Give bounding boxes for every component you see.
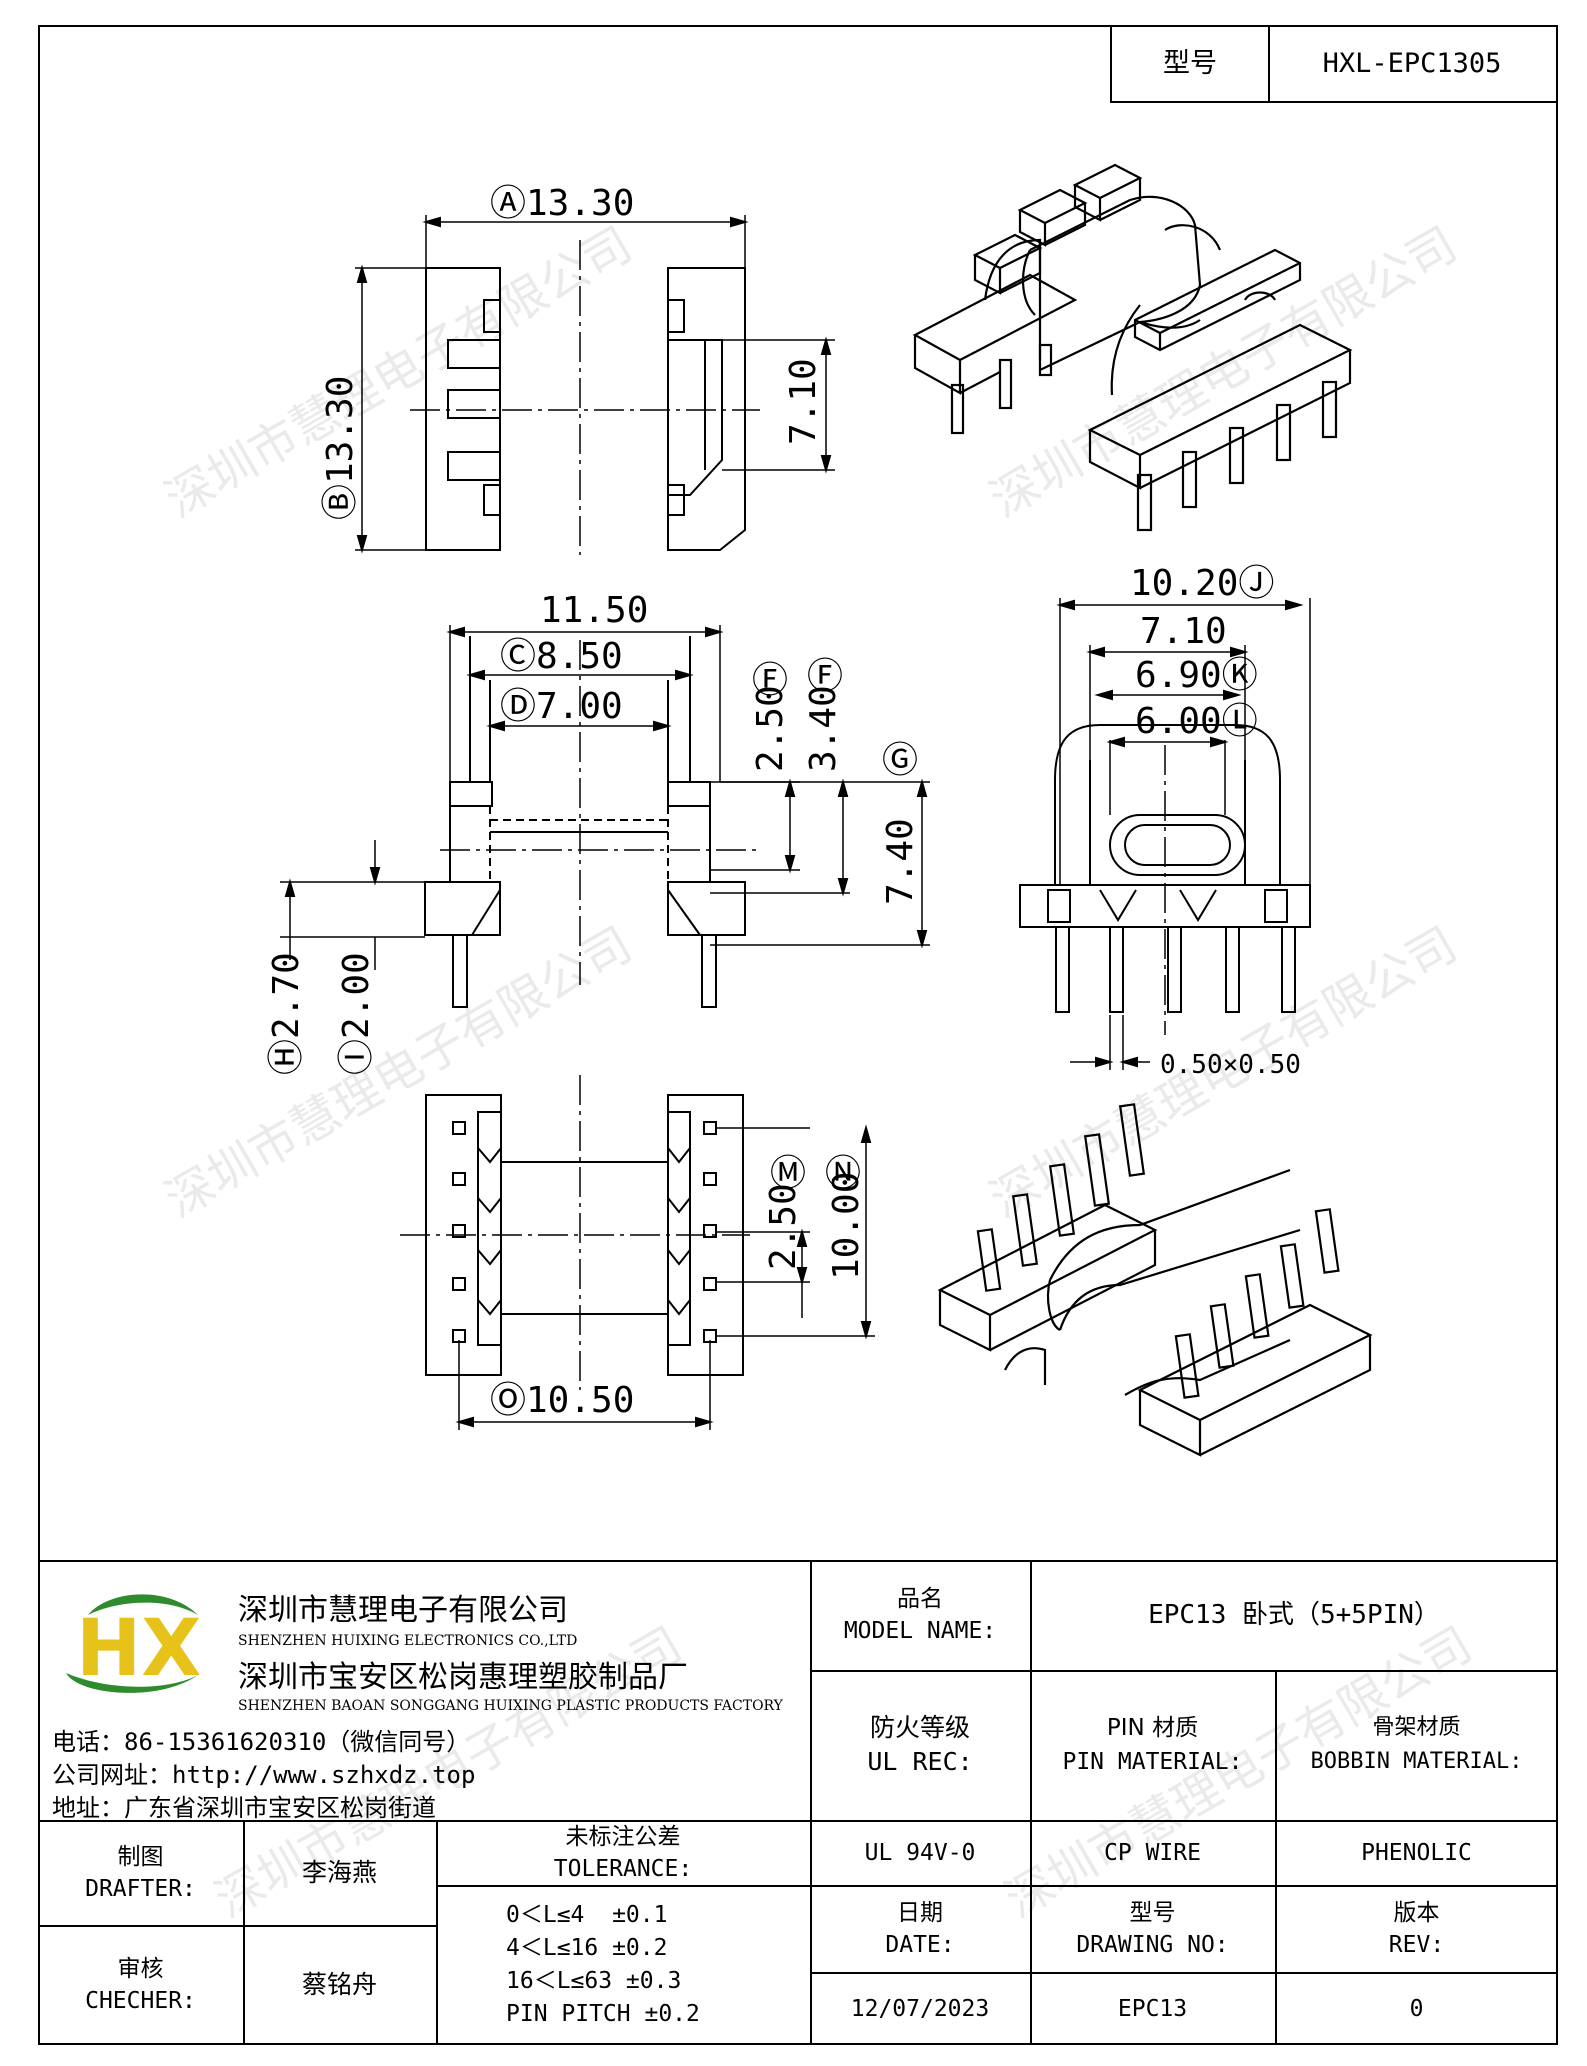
dim-F1-mark: Ⓕ [752, 660, 788, 701]
company-name-cn: 深圳市慧理电子有限公司 [238, 1593, 568, 1628]
pin-material-value: CP WIRE [1104, 1839, 1201, 1866]
tolerance-line: 4＜L≤16 ±0.2 [506, 1935, 668, 1961]
company-name-en: SHENZHEN HUIXING ELECTRONICS CO.,LTD [238, 1633, 578, 1649]
company-web: 公司网址：http://www.szhxdz.top [52, 1761, 476, 1789]
drafter-label: 制图 DRAFTER: [85, 1843, 196, 1902]
dim-F2-mark: Ⓕ [807, 656, 843, 697]
date-value: 12/07/2023 [850, 1995, 990, 2022]
dim-I: Ⓘ2.00 [336, 952, 377, 1075]
dim-11-50: 11.50 [540, 590, 648, 631]
dim-G-mark: Ⓖ [882, 740, 918, 781]
dim-J: 10.20Ⓙ [1130, 563, 1274, 604]
front-view [280, 625, 930, 1008]
dim-G: 7.40 [880, 818, 921, 905]
rev-label: 版本 REV: [1388, 1899, 1445, 1958]
ul-value: UL 94V-0 [864, 1839, 976, 1866]
logo-text: HX [76, 1604, 201, 1694]
pin-material-label: PIN 材质 PIN MATERIAL: [1062, 1715, 1243, 1775]
model-box-value: HXL-EPC1305 [1268, 25, 1558, 103]
company-phone: 电话：86-15361620310（微信同号） [52, 1728, 471, 1756]
dim-O: Ⓞ10.50 [490, 1380, 634, 1421]
ul-label: 防火等级 UL REC: [867, 1713, 973, 1776]
company-logo: HX [66, 1594, 201, 1694]
dim-pin: 0.50×0.50 [1160, 1050, 1301, 1080]
drawing-sheet [38, 25, 1558, 2045]
iso-view-bottom [937, 1103, 1373, 1457]
drafter-value: 李海燕 [301, 1857, 377, 1887]
top-view [355, 215, 835, 555]
dim-F2: 3.40 [803, 685, 844, 772]
dim-M-mark: Ⓜ [770, 1153, 806, 1194]
dim-D: Ⓓ7.00 [500, 686, 623, 727]
dim-H: Ⓗ2.70 [266, 952, 307, 1075]
tolerance-line: PIN PITCH ±0.2 [506, 2001, 700, 2027]
bobbin-material-label: 骨架材质 BOBBIN MATERIAL: [1310, 1715, 1523, 1774]
tolerance-table: 0＜L≤4 ±0.1 4＜L≤16 ±0.2 16＜L≤63 ±0.3 PIN … [436, 1885, 810, 2045]
dim-K: 6.90Ⓚ [1135, 655, 1258, 696]
factory-name-cn: 深圳市宝安区松岗惠理塑胶制品厂 [238, 1660, 688, 1695]
dim-N: 10.00 [826, 1172, 867, 1280]
tolerance-line: 16＜L≤63 ±0.3 [506, 1968, 682, 1994]
end-view [1019, 598, 1311, 1070]
technical-drawing: Ⓐ13.30 Ⓑ13.30 7.10 11.50 Ⓒ8.50 Ⓓ7.00 Ⓕ 2… [266, 163, 1373, 1457]
dim-L: 6.00Ⓛ [1135, 701, 1258, 742]
bottom-view [400, 1075, 875, 1430]
drawing-no-value: EPC13 [1117, 1995, 1188, 2022]
dim-A: Ⓐ13.30 [490, 183, 634, 224]
dim-7-10-b: 7.10 [1140, 611, 1227, 652]
drawing-no-label: 型号 DRAWING NO: [1076, 1899, 1229, 1958]
checker-value: 蔡铭舟 [301, 1970, 377, 1999]
factory-name-en: SHENZHEN BAOAN SONGGANG HUIXING PLASTIC … [238, 1698, 783, 1714]
tolerance-label: 未标注公差 TOLERANCE: [553, 1823, 693, 1882]
model-name-value: EPC13 卧式（5+5PIN） [1148, 1600, 1440, 1630]
dim-N-mark: Ⓝ [825, 1153, 861, 1194]
company-address: 地址：广东省深圳市宝安区松岗街道 [52, 1794, 436, 1822]
date-label: 日期 DATE: [885, 1899, 955, 1958]
dim-F1: 2.50 [750, 685, 791, 772]
dim-7-10: 7.10 [783, 358, 824, 445]
dim-C: Ⓒ8.50 [500, 636, 623, 677]
model-name-label: 品名 MODEL NAME: [843, 1586, 997, 1644]
checker-label: 审核 CHECHER: [85, 1956, 196, 2014]
bobbin-material-value: PHENOLIC [1361, 1839, 1472, 1866]
iso-view-top [912, 163, 1353, 532]
dim-M: 2.50 [763, 1183, 804, 1270]
dim-B: Ⓑ13.30 [320, 376, 361, 520]
model-box-label: 型号 [1110, 25, 1270, 103]
tolerance-line: 0＜L≤4 ±0.1 [506, 1902, 668, 1928]
rev-value: 0 [1409, 1995, 1424, 2022]
